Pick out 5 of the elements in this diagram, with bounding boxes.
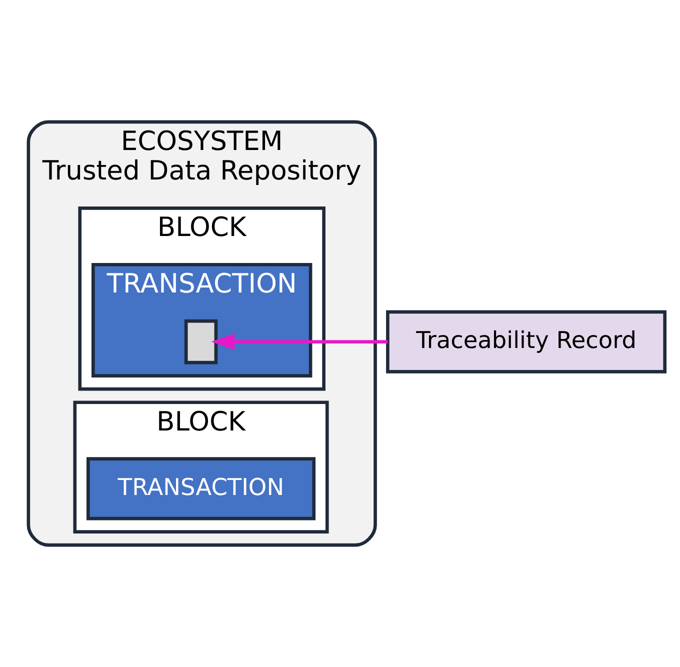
cluster: TRANSACTION bbox=[92, 262, 312, 378]
node-box: Traceability Record bbox=[386, 310, 666, 374]
arrow bbox=[211, 334, 388, 350]
node-box bbox=[184, 319, 218, 364]
node-box: TRANSACTION bbox=[86, 457, 316, 520]
